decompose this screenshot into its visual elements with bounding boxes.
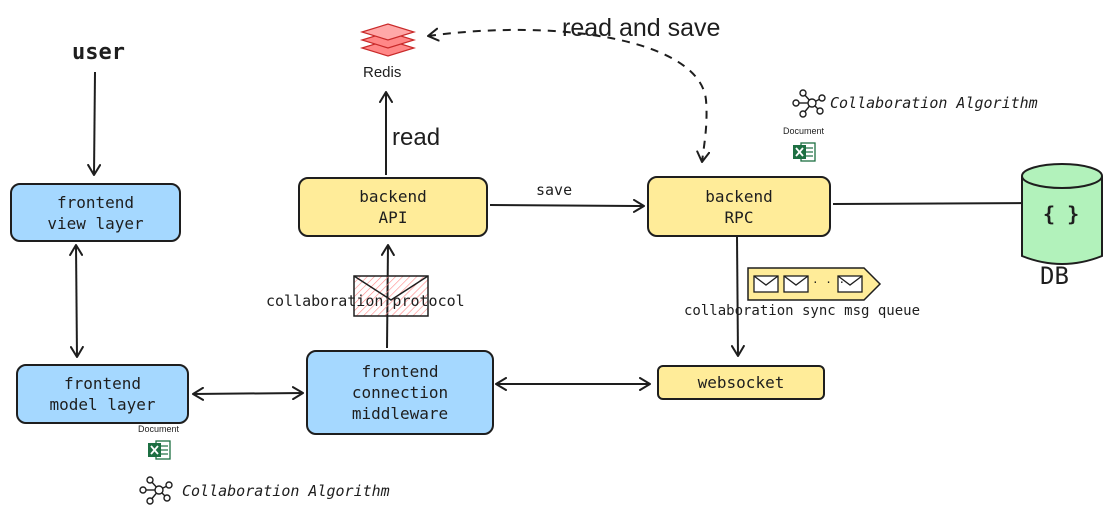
network-icon: [139, 476, 173, 505]
edge-rpc-db: [832, 196, 1034, 211]
frontend-model-layer-node: frontend model layer: [16, 364, 189, 424]
backend-api-node: backend API: [298, 177, 488, 237]
db-label: DB: [1040, 262, 1069, 290]
collaboration-algorithm-bottom-label: Collaboration Algorithm: [182, 482, 390, 500]
redis-stack-icon: [359, 23, 417, 57]
envelope-icon: [353, 275, 429, 317]
collaboration-algorithm-top-label: Collaboration Algorithm: [830, 94, 1038, 112]
collaboration-sync-queue-label: collaboration sync msg queue: [684, 303, 921, 319]
edge-redis-rpc-dashed: [427, 27, 711, 163]
network-icon: [792, 89, 826, 118]
edge-api-rpc: [489, 198, 645, 213]
edge-rpc-websocket: [730, 236, 745, 357]
db-braces-icon: { }: [1043, 202, 1080, 226]
frontend-connection-middleware-node: frontend connection middleware: [306, 350, 494, 435]
excel-document-icon: Document: [138, 424, 180, 468]
excel-logo: [148, 440, 171, 460]
queue-ellipsis: · · ·: [812, 276, 846, 289]
frontend-view-layer-node: frontend view layer: [10, 183, 181, 242]
read-label: read: [392, 124, 441, 151]
read-and-save-label: read and save: [562, 14, 721, 42]
save-label: save: [536, 181, 573, 199]
collaboration-protocol-label: collaboration protocol: [266, 292, 465, 310]
edge-model-middleware: [192, 386, 304, 401]
edge-view-model: [69, 244, 84, 358]
backend-rpc-node: backend RPC: [647, 176, 831, 237]
message-queue-icon: [747, 267, 882, 301]
websocket-node: websocket: [657, 365, 825, 400]
database-cylinder-icon: [1021, 163, 1103, 265]
document-caption: Document: [138, 424, 180, 434]
user-label: user: [72, 40, 125, 65]
excel-logo: [793, 142, 816, 162]
excel-document-icon: Document: [783, 126, 825, 170]
edge-user-to-view: [87, 71, 102, 176]
document-caption: Document: [783, 126, 825, 136]
redis-label: Redis: [363, 64, 402, 81]
